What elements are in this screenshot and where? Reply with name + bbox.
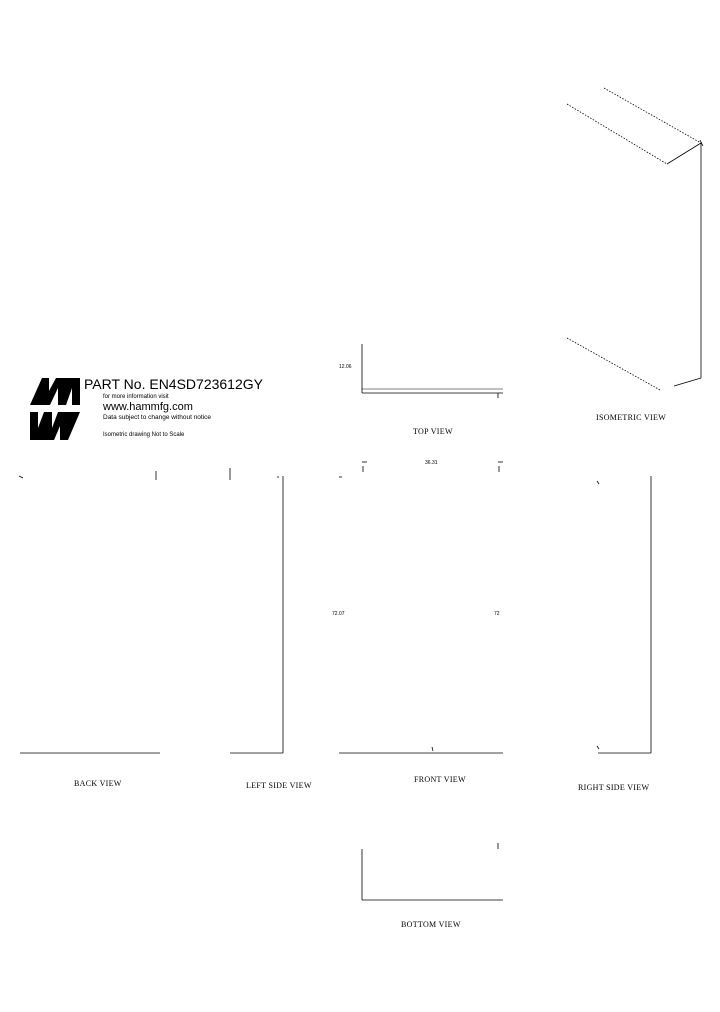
- left-side-view-label: LEFT SIDE VIEW: [246, 781, 312, 790]
- isometric-note: Isometric drawing Not to Scale: [103, 432, 185, 438]
- front-height-dimension: 72.07: [332, 611, 345, 617]
- bottom-view-drawing: [361, 843, 503, 901]
- back-view-label: BACK VIEW: [74, 779, 122, 788]
- front-width-dimension: 36.31: [425, 460, 438, 466]
- website-link[interactable]: www.hammfg.com: [103, 401, 193, 413]
- front-view-label: FRONT VIEW: [414, 775, 466, 784]
- top-depth-dimension: 12.06: [339, 364, 352, 370]
- change-notice: Data subject to change without notice: [103, 414, 212, 421]
- isometric-view-label: ISOMETRIC VIEW: [596, 413, 667, 422]
- info-line: for more information visit: [103, 394, 169, 400]
- top-view-label: TOP VIEW: [413, 427, 453, 436]
- part-number-label: PART No.: [84, 376, 146, 392]
- right-side-view-label: RIGHT SIDE VIEW: [578, 783, 650, 792]
- hammond-logo: [30, 378, 80, 440]
- bottom-view-label: BOTTOM VIEW: [401, 920, 461, 929]
- part-number-value: EN4SD723612GY: [149, 376, 263, 392]
- back-view-drawing: [18, 471, 160, 754]
- left-side-view-drawing: [229, 468, 284, 754]
- right-side-view-drawing: [596, 476, 652, 754]
- front-height-right-dimension: 72: [494, 611, 500, 617]
- top-view-drawing: [361, 344, 503, 398]
- isometric-view-drawing: [566, 87, 704, 391]
- part-number-line: PART No. EN4SD723612GY: [84, 376, 263, 392]
- front-view-drawing: [339, 461, 503, 754]
